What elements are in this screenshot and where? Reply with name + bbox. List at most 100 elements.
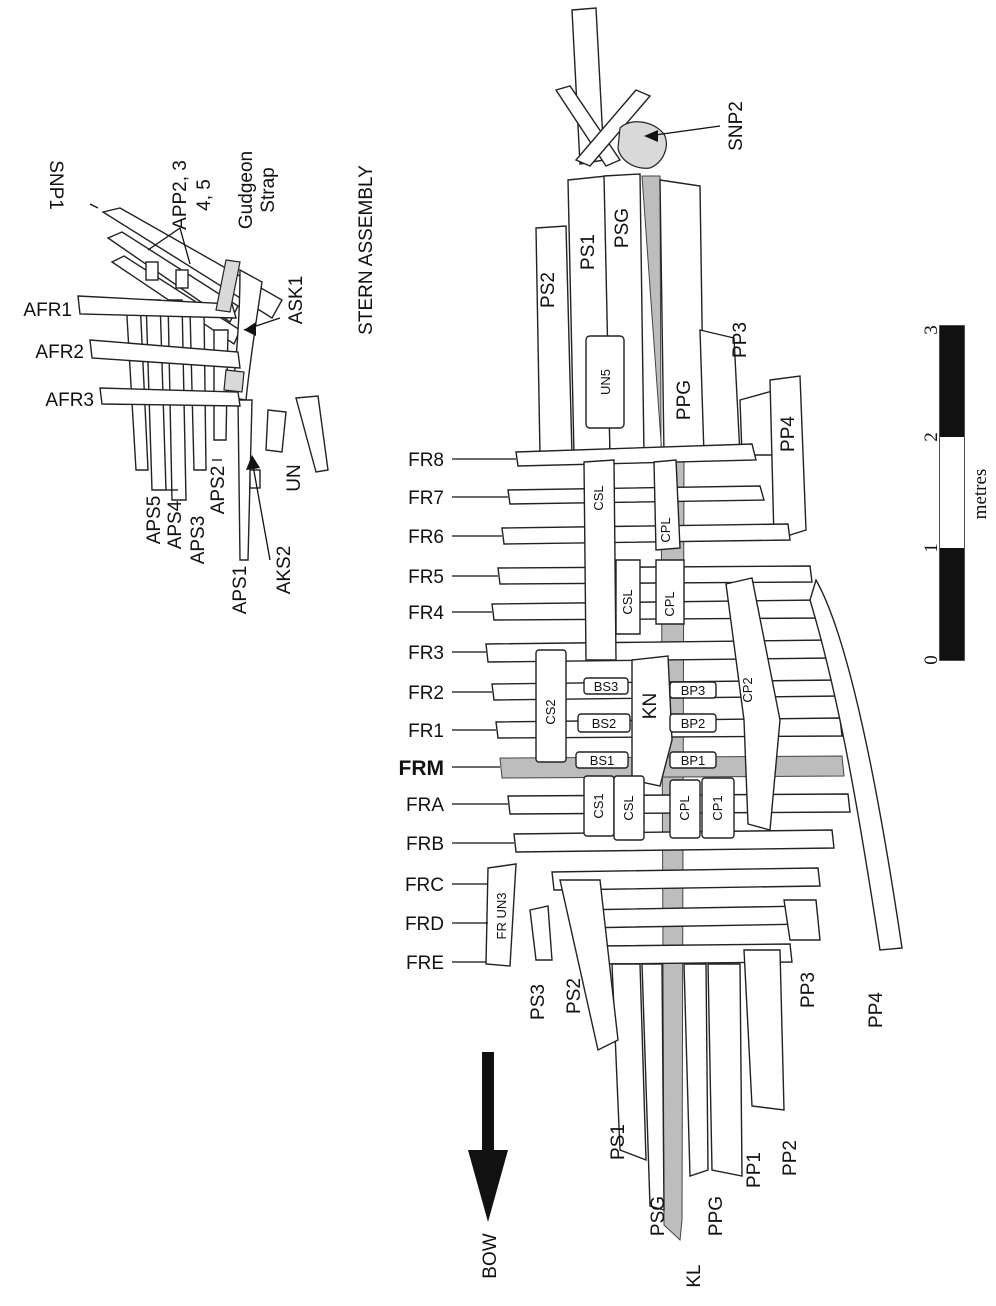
scale-unit: metres: [970, 469, 991, 520]
bs1-block: [575, 751, 629, 769]
afr3-label: AFR3: [45, 390, 94, 411]
scale-segment: [940, 437, 964, 548]
pp2-label: PP2: [780, 1140, 801, 1176]
stern-plank: [101, 207, 283, 319]
arrowhead: [244, 322, 256, 336]
gudgeon-strap: [215, 259, 241, 313]
arrowhead: [644, 130, 658, 142]
frame-label-frd: FRD: [405, 914, 444, 935]
pp4-top-label: PP4: [778, 416, 799, 452]
scale-tick-1: 1: [921, 543, 942, 553]
aps-strake: [125, 299, 149, 471]
stern-plank: [106, 231, 239, 324]
ps3-lower: [529, 905, 553, 961]
app-fitting: [175, 269, 189, 289]
frame-label-fr4: FR4: [408, 603, 444, 624]
csl-block: [613, 775, 645, 841]
cp2-label: CP2: [740, 677, 755, 702]
pp2-lower: [743, 949, 785, 1111]
frd-frame: [575, 905, 809, 929]
cpl-label-b: CPL: [662, 591, 677, 616]
cs2-label: CS2: [543, 699, 558, 724]
aps5-label: APS5: [144, 496, 165, 545]
scale-tick-0: 0: [921, 655, 942, 665]
cp1-label: CP1: [710, 795, 725, 820]
aps4-label: APS4: [165, 500, 186, 549]
psg-bottom-label: PSG: [648, 1196, 669, 1236]
cpl-label-c: CPL: [677, 795, 692, 820]
afr2-frame: [89, 339, 241, 369]
app-leader: [147, 227, 181, 251]
pp1-label: PP1: [744, 1152, 765, 1188]
pp4-strake: [769, 375, 807, 541]
aks2-label: AKS2: [274, 546, 295, 595]
bow-label: BOW: [480, 1233, 501, 1278]
app-fitting: [145, 261, 159, 281]
stern-fitting: [223, 369, 245, 393]
aps1-strake: [237, 399, 253, 561]
frame-label-fr2: FR2: [408, 683, 444, 704]
ppg-lower: [683, 963, 709, 1177]
strap-label: Strap: [258, 167, 279, 212]
ps1-lower: [611, 963, 647, 1162]
scale-segment: [940, 326, 964, 437]
frc-frame: [551, 867, 821, 891]
un-piece: [295, 395, 329, 473]
pp3-lower: [783, 899, 821, 941]
ps2-strake: [535, 225, 573, 456]
bs3-block: [583, 677, 629, 695]
frame-label-fre: FRE: [406, 953, 444, 974]
app-leader: [179, 227, 191, 265]
bp2-label: BP2: [681, 716, 706, 731]
csl-label-b: CSL: [620, 589, 635, 614]
aks2-leader: [251, 459, 271, 561]
csl-label-a: CSL: [591, 485, 606, 510]
psg-lower: [641, 963, 665, 1211]
pp3-bottom-label: PP3: [798, 972, 819, 1008]
frame-label-frm: FRM: [399, 757, 445, 780]
kn-label: KN: [640, 693, 661, 719]
bs1-label: BS1: [590, 753, 615, 768]
cpl-block: [669, 779, 701, 839]
cpl-timber: [653, 459, 681, 551]
app-label: APP2, 3: [170, 160, 191, 230]
ps2-lower: [559, 879, 619, 1052]
ppg-bottom-label: PPG: [706, 1196, 727, 1236]
bow-arrow-shaft: [482, 1052, 494, 1162]
frame-label-fr5: FR5: [408, 567, 444, 588]
aps3-label: APS3: [188, 516, 209, 565]
frame-label-fr1: FR1: [408, 721, 444, 742]
fr5-frame: [497, 565, 813, 585]
cross-piece: [574, 89, 652, 167]
un-label: UN: [284, 464, 305, 491]
ppg-top-label: PPG: [674, 380, 695, 420]
kn-timber: [631, 655, 673, 787]
aps2-label: APS2: [208, 466, 229, 515]
pp1-lower: [707, 963, 743, 1177]
ps1-top-label: PS1: [578, 234, 599, 270]
fr-un3-timber: [485, 863, 517, 967]
cs2-timber: [535, 649, 567, 763]
un5-label: UN5: [598, 369, 613, 395]
cpl-label-a: CPL: [658, 517, 673, 542]
pp4-lower: [809, 578, 903, 951]
scale-tick-2: 2: [921, 432, 942, 442]
pp3-top-label: PP3: [730, 322, 751, 358]
cs1-label: CS1: [591, 793, 606, 818]
csl-timber: [583, 459, 617, 661]
frame-label-frc: FRC: [405, 875, 444, 896]
stern-assembly: STERN ASSEMBLY SNP1 APP2, 3 4, 5 Gudgeon…: [23, 151, 377, 614]
cp1-block: [701, 777, 735, 839]
ps3-bottom-label: PS3: [528, 984, 549, 1020]
frame-label-fr6: FR6: [408, 527, 444, 548]
bs3-label: BS3: [594, 679, 619, 694]
bp3-block: [669, 681, 717, 699]
csl-label-c: CSL: [621, 795, 636, 820]
bp2-block: [669, 713, 717, 733]
main-hull: FR8 FR7 FR6 FR5 FR4 FR3 FR2 FR1 FRM FRA …: [399, 7, 903, 1288]
cpl-timber-2: [655, 559, 685, 625]
fr7-frame: [507, 485, 765, 505]
arrowhead: [246, 455, 260, 470]
bp3-label: BP3: [681, 683, 706, 698]
